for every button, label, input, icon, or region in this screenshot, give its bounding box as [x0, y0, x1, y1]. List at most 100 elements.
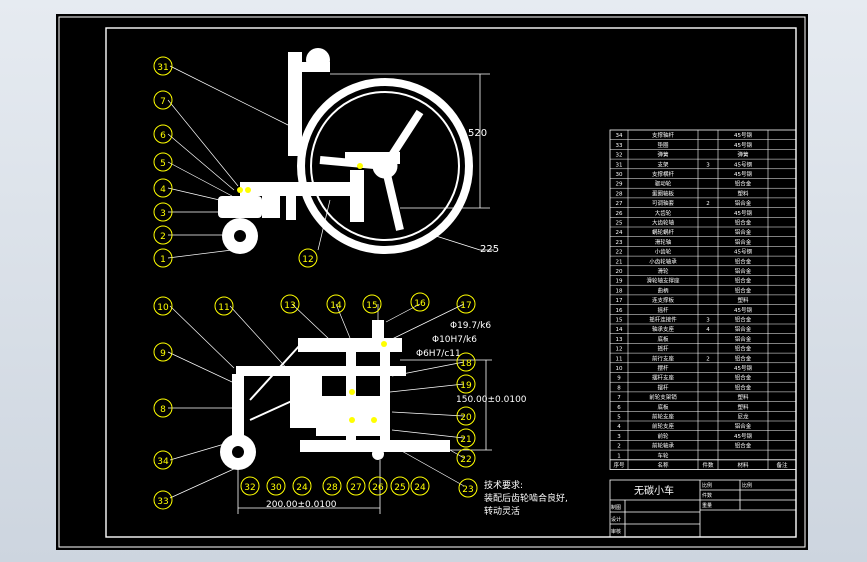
bom-row-name: 支撑横杆 — [652, 170, 675, 178]
bom-row-no: 18 — [616, 288, 623, 294]
bom-row-no: 20 — [616, 269, 623, 275]
drawing-background — [56, 14, 808, 550]
bom-row-name: 摇杆连接件 — [649, 316, 677, 324]
bom-header-qty: 件数 — [702, 461, 714, 469]
bom-row-no: 2 — [617, 444, 621, 450]
svg-text:15: 15 — [366, 301, 377, 311]
bom-row-material: 铝合金 — [735, 374, 752, 382]
bom-row-material: 铝合金 — [735, 277, 752, 285]
svg-text:2: 2 — [160, 232, 166, 242]
bom-row-no: 1 — [617, 453, 621, 459]
bom-header-no: 序号 — [613, 461, 625, 469]
bom-row-material: 铝合金 — [735, 228, 752, 236]
tb-checked: 审核 — [611, 528, 621, 535]
top-support-post — [288, 52, 302, 156]
notes-line-2: 转动灵活 — [484, 505, 520, 517]
bom-row-name: 支架 — [657, 160, 669, 168]
dim-150-label: 150.00±0.0100 — [456, 395, 527, 405]
svg-text:3: 3 — [160, 209, 166, 219]
tb-ratio: 比例 — [742, 482, 752, 489]
fit-label-1: Φ19.7/k6 — [450, 321, 491, 331]
bom-row-material: 塑料 — [737, 403, 749, 411]
part-balloons-bottom: 10 11 13 14 15 16 17 9 18 19 8 20 21 22 … — [153, 292, 478, 510]
bom-row-material: 铝合金 — [735, 257, 752, 265]
bom-row-material: 尼龙 — [737, 413, 749, 421]
svg-text:6: 6 — [160, 131, 166, 141]
bom-row-no: 9 — [617, 376, 621, 382]
svg-text:14: 14 — [330, 301, 342, 311]
svg-text:16: 16 — [414, 299, 426, 309]
bom-row-name: 底板 — [657, 403, 669, 411]
bom-row-no: 28 — [616, 191, 623, 197]
bom-row-material: 塑料 — [737, 393, 749, 401]
balloon: 16 — [410, 292, 430, 312]
bom-row-material: 铝合金 — [735, 180, 752, 188]
balloon: 21 — [456, 428, 476, 448]
bom-row-name: 摆杆 — [657, 383, 669, 391]
svg-text:7: 7 — [160, 97, 166, 107]
balloon: 28 — [322, 476, 342, 496]
bom-row-name: 蛋圈轴板 — [652, 189, 675, 197]
balloon: 33 — [153, 490, 173, 510]
bom-row-no: 19 — [616, 279, 623, 285]
bom-row-name: 大齿轮轴 — [652, 219, 675, 227]
svg-text:9: 9 — [160, 349, 166, 359]
bom-row-name: 小齿轮轴承 — [649, 257, 677, 265]
balloon: 24 — [410, 476, 430, 496]
balloon: 20 — [456, 406, 476, 426]
bom-row-material: 铝合金 — [735, 383, 752, 391]
bom-row-name: 摆杆支座 — [652, 374, 675, 382]
bom-row-name: 摇杆 — [657, 345, 669, 353]
svg-text:23: 23 — [462, 485, 473, 495]
bom-row-name: 车轮 — [657, 451, 669, 459]
balloon: 9 — [153, 342, 173, 362]
bom-row-no: 3 — [617, 434, 621, 440]
balloon: 7 — [153, 90, 173, 110]
large-drive-wheel — [297, 78, 473, 254]
bom-row-material: 塑料 — [737, 189, 749, 197]
bom-row-material: 塑料 — [737, 296, 749, 304]
bom-row-name: 曲柄 — [657, 286, 669, 294]
bom-row-name: 垫圈 — [657, 141, 669, 149]
bom-header-note: 备注 — [776, 461, 788, 469]
bom-row-material: 45号钢 — [734, 160, 752, 168]
bom-row-material: 铝合金 — [735, 354, 752, 362]
balloon: 4 — [153, 178, 173, 198]
bom-row-material: 45号钢 — [734, 170, 752, 178]
dimension-520 — [330, 73, 490, 209]
svg-text:13: 13 — [284, 301, 295, 311]
bom-row-material: 铝合金 — [735, 238, 752, 246]
balloon: 13 — [280, 294, 300, 314]
bom-row-no: 15 — [616, 318, 623, 324]
bom-row-name: 蜗轮蜗杆 — [652, 228, 675, 236]
bom-row-no: 6 — [617, 405, 621, 411]
balloon: 2 — [153, 225, 173, 245]
svg-text:33: 33 — [157, 497, 168, 507]
bom-row-name: 可调轴套 — [652, 199, 675, 207]
bom-row-material: 铝合金 — [735, 345, 752, 353]
svg-text:31: 31 — [157, 63, 168, 73]
bom-row-no: 11 — [616, 356, 623, 362]
svg-text:8: 8 — [160, 405, 166, 415]
bom-row-material: 弹簧 — [737, 151, 749, 159]
balloon: 14 — [326, 294, 346, 314]
bom-row-name: 支撑轴杆 — [652, 131, 675, 139]
bom-row-no: 16 — [616, 308, 623, 314]
bom-row-material: 铝合金 — [735, 286, 752, 294]
balloon: 23 — [458, 478, 478, 498]
bom-row-name: 前轮支座 — [652, 413, 675, 421]
outer-border — [58, 16, 806, 548]
bom-row-no: 27 — [616, 201, 623, 207]
bom-row-no: 21 — [616, 259, 623, 265]
bom-row-material: 铝合金 — [735, 422, 752, 430]
balloon: 3 — [153, 202, 173, 222]
bom-header-name: 名称 — [657, 461, 669, 469]
bom-row-name: 滑轮轴支撑座 — [646, 277, 680, 285]
bom-row-name: 驱动轮 — [655, 180, 672, 188]
svg-text:32: 32 — [244, 483, 255, 493]
balloon: 6 — [153, 124, 173, 144]
svg-text:17: 17 — [460, 301, 471, 311]
bom-row-no: 33 — [616, 143, 623, 149]
bom-row-material: 45号钢 — [734, 432, 752, 440]
